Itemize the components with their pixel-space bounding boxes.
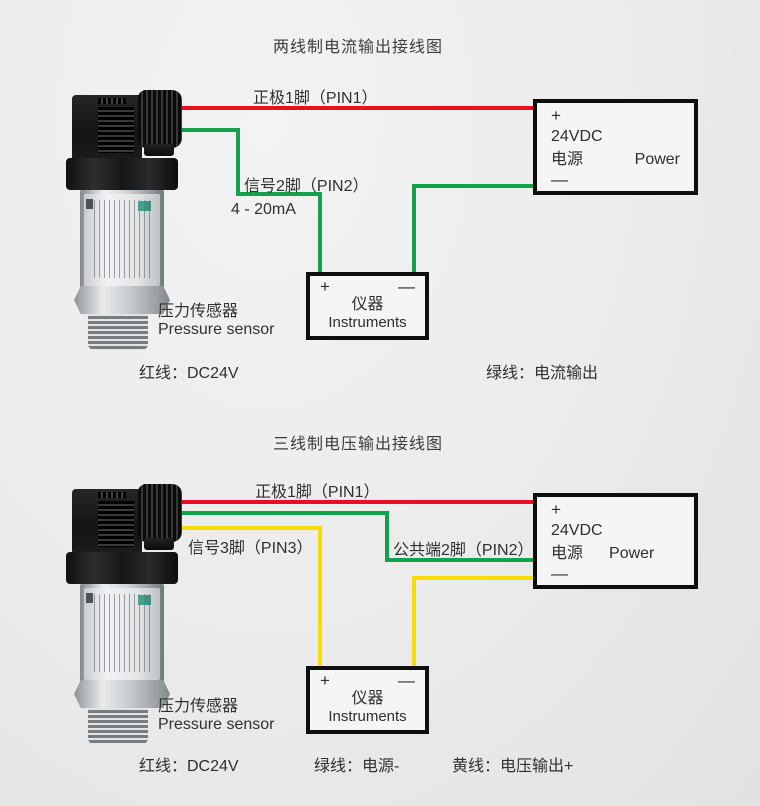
sensor-caption-en: Pressure sensor <box>158 321 275 338</box>
red-wire <box>176 106 533 110</box>
power-box: + 24VDC 电源 Power — <box>533 493 698 589</box>
instrument-plus-terminal: + <box>320 277 330 296</box>
power-minus-terminal: — <box>551 169 568 189</box>
instruments-box: + — 仪器 Instruments <box>306 666 429 734</box>
sensor-din-connector <box>72 489 142 555</box>
instrument-name-en: Instruments <box>328 314 407 331</box>
power-plus-terminal: + <box>551 500 561 519</box>
sensor-thread <box>88 314 148 350</box>
sensor-thread <box>88 708 148 744</box>
green-wire <box>412 184 416 275</box>
pressure-sensor-photo <box>58 482 188 744</box>
sensor-collar <box>66 158 178 190</box>
sensor-caption-cn: 压力传感器 <box>158 303 239 320</box>
green-wire <box>236 128 240 196</box>
power-plus-terminal: + <box>551 106 561 125</box>
power-minus-terminal: — <box>551 563 568 583</box>
red-wire-label: 正极1脚（PIN1） <box>255 484 380 501</box>
sensor-caption-en: Pressure sensor <box>158 716 275 733</box>
power-box: + 24VDC 电源 Power — <box>533 99 698 195</box>
green-wire <box>385 558 533 562</box>
instrument-name-en: Instruments <box>328 708 407 725</box>
yellow-wire <box>412 576 416 669</box>
red-wire <box>176 500 533 504</box>
sensor-spec-label <box>84 194 160 286</box>
sensor-spec-label <box>84 588 160 680</box>
instruments-box: + — 仪器 Instruments <box>306 272 429 340</box>
sensor-cable-gland <box>138 484 182 550</box>
green-wire-label: 公共端2脚（PIN2） <box>393 542 534 559</box>
sensor-hex-nut <box>74 680 170 708</box>
power-name-en: Power <box>609 544 655 562</box>
instrument-minus-terminal: — <box>398 277 415 296</box>
green-wire <box>385 511 389 562</box>
green-wire-label: 信号2脚（PIN2） <box>244 178 369 195</box>
power-voltage: 24VDC <box>551 522 603 540</box>
legend-green-line: 绿线：电流输出 <box>486 365 599 382</box>
green-wire <box>412 184 533 188</box>
instrument-plus-terminal: + <box>320 671 330 690</box>
legend-red-line: 红线：DC24V <box>139 365 239 382</box>
green-wire <box>236 192 322 196</box>
power-voltage: 24VDC <box>551 128 603 146</box>
sensor-cable-gland <box>138 90 182 156</box>
yellow-wire <box>318 526 322 669</box>
power-name-en: Power <box>634 150 680 168</box>
green-wire-sublabel: 4 - 20mA <box>231 201 296 218</box>
sensor-din-connector <box>72 95 142 161</box>
sensor-caption-cn: 压力传感器 <box>158 698 239 715</box>
instrument-name-cn: 仪器 <box>351 296 384 313</box>
yellow-wire-label: 信号3脚（PIN3） <box>188 540 313 557</box>
power-name-cn: 电源 <box>551 150 584 168</box>
yellow-wire <box>412 576 533 580</box>
legend-green-line: 绿线：电源- <box>314 758 400 775</box>
instrument-minus-terminal: — <box>398 671 415 690</box>
power-name-cn: 电源 <box>551 544 584 562</box>
yellow-wire <box>176 526 322 530</box>
green-wire <box>176 128 240 132</box>
sensor-hex-nut <box>74 286 170 314</box>
green-wire <box>318 192 322 275</box>
instrument-name-cn: 仪器 <box>351 690 384 707</box>
diagram1-title: 两线制电流输出接线图 <box>272 39 443 56</box>
red-wire-label: 正极1脚（PIN1） <box>253 90 378 107</box>
legend-yellow-line: 黄线：电压输出+ <box>452 758 574 775</box>
legend-red-line: 红线：DC24V <box>139 758 239 775</box>
green-wire <box>176 511 389 515</box>
pressure-sensor-photo <box>58 88 188 350</box>
sensor-collar <box>66 552 178 584</box>
diagram2-title: 三线制电压输出接线图 <box>272 436 443 453</box>
